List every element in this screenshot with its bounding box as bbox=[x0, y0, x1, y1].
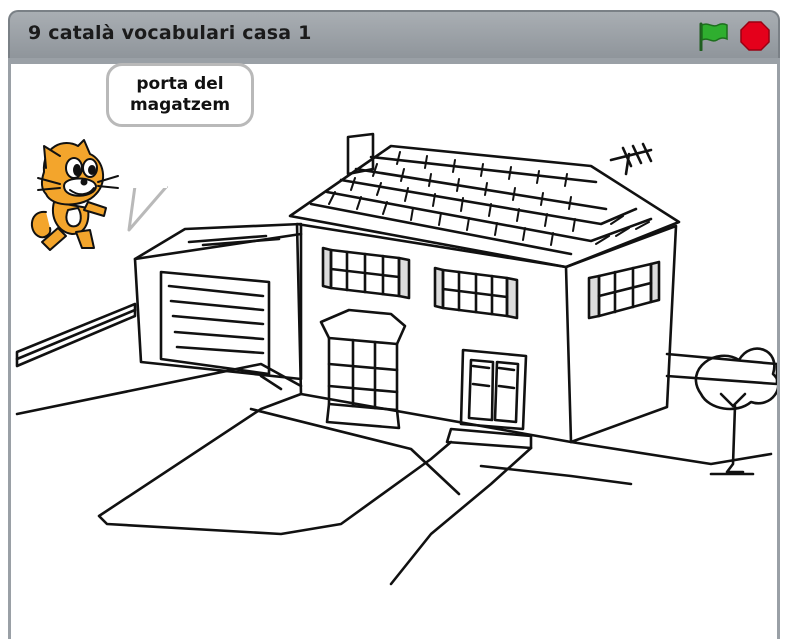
speech-bubble: porta del magatzem bbox=[106, 63, 254, 127]
project-title: 9 català vocabulari casa 1 bbox=[28, 22, 312, 44]
green-flag-icon[interactable] bbox=[696, 21, 730, 51]
title-bar: 9 català vocabulari casa 1 bbox=[8, 10, 780, 58]
stage[interactable] bbox=[11, 64, 777, 639]
speech-bubble-tail bbox=[127, 184, 169, 232]
scratch-cat-sprite[interactable] bbox=[24, 138, 122, 254]
stop-sign-icon[interactable] bbox=[740, 21, 770, 51]
house-backdrop bbox=[15, 132, 777, 586]
stage-frame bbox=[8, 58, 780, 639]
